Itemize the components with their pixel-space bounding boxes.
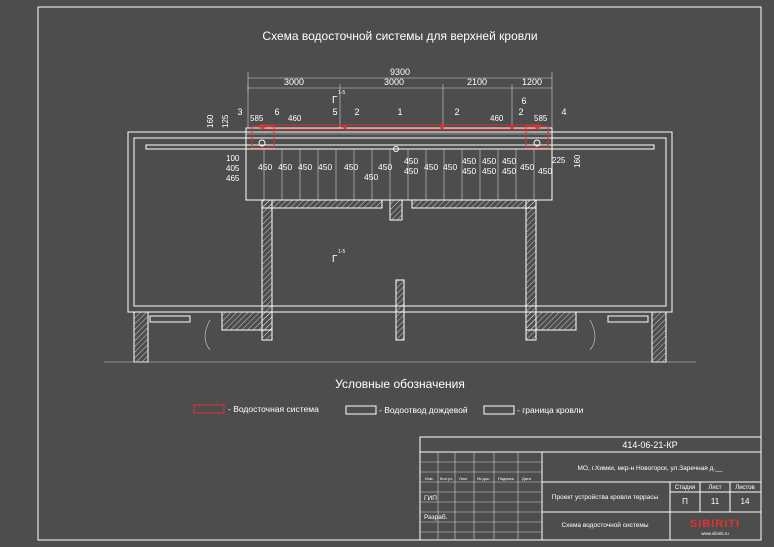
dim-160-right: 160 — [573, 154, 582, 168]
callouts: 3 6 5 2 1 2 2 6 4 — [237, 96, 566, 117]
stamp-sheets: 14 — [741, 497, 750, 506]
dim-450: 450 — [404, 156, 418, 166]
dim-450: 450 — [278, 162, 292, 172]
section-mark-top: Г — [332, 95, 338, 106]
brand-url: www.sibiriti.ru — [701, 531, 729, 536]
dim-450: 450 — [482, 166, 496, 176]
dim-seg-1: 3000 — [284, 77, 304, 87]
stamp-row-gip: ГИП — [424, 495, 437, 502]
dim-225: 225 — [552, 156, 566, 165]
stamp-col-izm: Изм. — [425, 476, 434, 481]
dim-450: 450 — [298, 162, 312, 172]
legend-swatch-rain — [345, 405, 377, 415]
callout-6-right: 6 — [521, 96, 526, 106]
callout-1: 1 — [397, 107, 402, 117]
drawing-title: Схема водосточной системы для верхней кр… — [262, 29, 537, 43]
callout-2-c: 2 — [518, 107, 523, 117]
section-num-top: 1-5 — [338, 90, 345, 96]
dim-450: 450 — [502, 166, 516, 176]
stamp-address: МО, г.Химки, мкр-н Новогорск, ул.Заречна… — [578, 465, 723, 472]
dim-seg-4: 1200 — [522, 77, 542, 87]
legend-heading: Условные обозначения — [335, 377, 465, 391]
dim-450: 450 — [502, 156, 516, 166]
dim-450: 450 — [462, 166, 476, 176]
stamp-sheets-label: Листов — [735, 485, 755, 491]
dim-460-right: 460 — [490, 114, 504, 123]
sheet-frame — [37, 6, 762, 541]
legend-swatch-drainage — [193, 404, 225, 414]
dim-465: 465 — [226, 174, 240, 183]
stamp-row-razrab: Разраб. — [424, 513, 448, 521]
section-num-bottom: 1-5 — [338, 249, 345, 255]
stamp-stage: П — [682, 497, 688, 506]
stamp-stage-label: Стадия — [675, 485, 695, 491]
stamp-col-podp: Подпись — [498, 476, 514, 481]
dim-460-left: 460 — [288, 114, 302, 123]
callout-2-a: 2 — [354, 107, 359, 117]
stamp-col-kolu: Кол.уч. — [440, 476, 453, 481]
legend-label-rain: - Водоотвод дождевой — [379, 405, 468, 415]
legend-swatch-boundary — [483, 405, 515, 415]
stamp-code: 414-06-21-КР — [622, 440, 677, 450]
dim-450: 450 — [443, 162, 457, 172]
callout-4: 4 — [561, 107, 566, 117]
callout-3: 3 — [237, 107, 242, 117]
brand-logo: SIBIRITI — [690, 518, 740, 530]
stamp-sheet-label: Лист — [708, 485, 721, 491]
dim-seg-3: 2100 — [467, 77, 487, 87]
legend: Условные обозначения - Водосточная систе… — [193, 377, 584, 415]
dim-585-right: 585 — [534, 114, 548, 123]
dim-450: 450 — [344, 162, 358, 172]
title-block: 414-06-21-КР МО, г.Химки, мкр-н Новогорс… — [419, 436, 762, 541]
stamp-sheet: 11 — [711, 497, 720, 506]
stamp-sheet-name: Схема водосточной системы — [561, 521, 648, 529]
stamp-project: Проект устройства кровли террасы — [552, 493, 659, 501]
dim-450: 450 — [258, 162, 272, 172]
dim-seg-2: 3000 — [384, 77, 404, 87]
dim-450: 450 — [318, 162, 332, 172]
callout-6-left: 6 — [274, 107, 279, 117]
dim-160-left: 160 — [206, 114, 215, 128]
dim-450: 450 — [378, 162, 392, 172]
dim-450: 450 — [538, 166, 552, 176]
dim-450: 450 — [364, 172, 378, 182]
dim-450: 450 — [462, 156, 476, 166]
dim-total: 9300 — [390, 67, 410, 77]
dim-100: 100 — [226, 154, 240, 163]
small-dimensions: 160 125 585 460 460 585 160 100 405 465 … — [206, 114, 582, 183]
legend-label-drainage: - Водосточная система — [228, 404, 319, 414]
stamp-col-ndok: № док. — [477, 476, 490, 481]
legend-label-boundary: - граница кровли — [517, 405, 584, 415]
dimension-chain: 9300 3000 3000 2100 1200 — [247, 67, 553, 128]
dim-405: 405 — [226, 164, 240, 173]
stamp-col-data: Дата — [522, 476, 532, 481]
dim-585-left: 585 — [250, 114, 264, 123]
dim-125-left: 125 — [221, 114, 230, 128]
callout-5: 5 — [332, 107, 337, 117]
stamp-col-list: Лист — [459, 476, 468, 481]
dim-450: 450 — [404, 166, 418, 176]
building-plan — [104, 124, 696, 363]
section-mark-bottom: Г — [332, 254, 338, 265]
callout-2-b: 2 — [454, 107, 459, 117]
dims-450-row: 450 450 450 450 450 450 450 450 450 450 … — [258, 156, 552, 182]
dim-450: 450 — [482, 156, 496, 166]
dim-450: 450 — [520, 162, 534, 172]
dim-450: 450 — [424, 162, 438, 172]
